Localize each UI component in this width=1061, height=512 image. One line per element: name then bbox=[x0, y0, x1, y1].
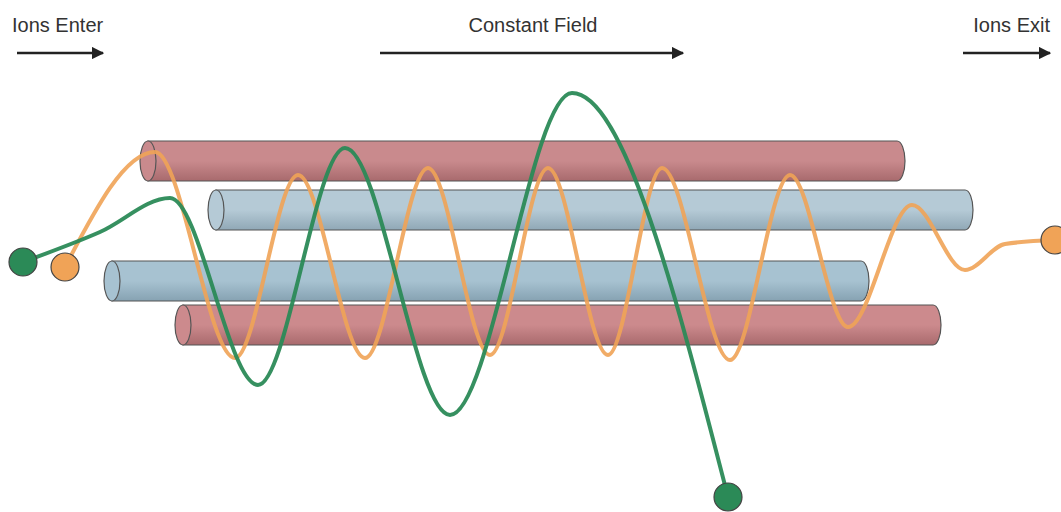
ion-dot bbox=[9, 248, 37, 276]
direction-label: Ions Enter bbox=[12, 13, 103, 37]
ion-dot bbox=[1041, 226, 1061, 254]
unstable-ion-path bbox=[23, 93, 728, 497]
rod-body bbox=[183, 305, 941, 345]
rod-end bbox=[208, 190, 224, 230]
stable-ion-path bbox=[65, 152, 1055, 360]
trajectory-group bbox=[9, 93, 1061, 511]
rod-end bbox=[175, 305, 191, 345]
direction-label: Constant Field bbox=[469, 13, 598, 37]
direction-arrow bbox=[17, 52, 103, 55]
direction-arrow bbox=[380, 52, 683, 55]
direction-arrow bbox=[963, 52, 1050, 55]
ion-dot bbox=[714, 483, 742, 511]
rod-end bbox=[104, 261, 120, 301]
rod-group bbox=[104, 141, 973, 345]
direction-label: Ions Exit bbox=[973, 13, 1050, 37]
rod-end bbox=[140, 141, 156, 181]
rod-body bbox=[216, 190, 973, 230]
ion-dot bbox=[51, 253, 79, 281]
